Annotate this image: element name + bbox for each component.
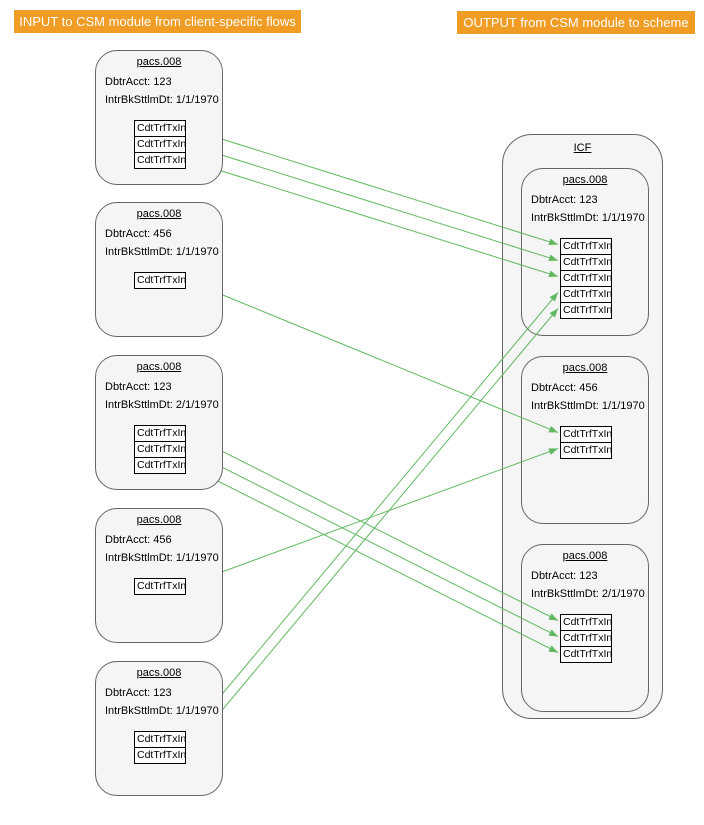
icf-container: ICF pacs.008 DbtrAcct: 123 IntrBkSttlmDt…	[502, 134, 663, 719]
output-banner: OUTPUT from CSM module to scheme	[457, 11, 695, 34]
intr-bk-sttlm-dt-field: IntrBkSttlmDt: 1/1/1970	[531, 212, 645, 224]
cdt-trf-tx-inf-item: CdtTrfTxInf	[560, 254, 612, 271]
message-title: pacs.008	[136, 667, 182, 679]
pacs008-message-box: pacs.008 DbtrAcct: 123 IntrBkSttlmDt: 2/…	[95, 355, 223, 490]
intr-bk-sttlm-dt-field: IntrBkSttlmDt: 1/1/1970	[531, 400, 645, 412]
cdt-trf-tx-inf-item: CdtTrfTxInf	[560, 302, 612, 319]
cdt-trf-tx-inf-item: CdtTrfTxInf	[134, 272, 186, 289]
cdt-trf-tx-inf-item: CdtTrfTxInf	[560, 614, 612, 631]
message-title: pacs.008	[136, 208, 182, 220]
dbtr-acct-field: DbtrAcct: 456	[105, 534, 172, 546]
pacs008-message-box: pacs.008 DbtrAcct: 456 IntrBkSttlmDt: 1/…	[521, 356, 649, 524]
message-title: pacs.008	[562, 362, 608, 374]
cdt-trf-tx-inf-item: CdtTrfTxInf	[134, 578, 186, 595]
cdt-trf-tx-inf-item: CdtTrfTxInf	[560, 442, 612, 459]
input-banner: INPUT to CSM module from client-specific…	[14, 10, 301, 33]
cdt-trf-tx-inf-item: CdtTrfTxInf	[560, 426, 612, 443]
cdt-trf-tx-inf-item: CdtTrfTxInf	[560, 238, 612, 255]
pacs008-message-box: pacs.008 DbtrAcct: 123 IntrBkSttlmDt: 1/…	[521, 168, 649, 336]
pacs008-message-box: pacs.008 DbtrAcct: 456 IntrBkSttlmDt: 1/…	[95, 508, 223, 643]
icf-title: ICF	[573, 142, 592, 154]
cdt-trf-tx-inf-item: CdtTrfTxInf	[134, 457, 186, 474]
cdt-trf-tx-inf-item: CdtTrfTxInf	[134, 152, 186, 169]
intr-bk-sttlm-dt-field: IntrBkSttlmDt: 1/1/1970	[105, 94, 219, 106]
intr-bk-sttlm-dt-field: IntrBkSttlmDt: 1/1/1970	[105, 246, 219, 258]
pacs008-message-box: pacs.008 DbtrAcct: 123 IntrBkSttlmDt: 1/…	[95, 661, 223, 796]
intr-bk-sttlm-dt-field: IntrBkSttlmDt: 2/1/1970	[105, 399, 219, 411]
cdt-trf-tx-inf-item: CdtTrfTxInf	[560, 270, 612, 287]
pacs008-message-box: pacs.008 DbtrAcct: 123 IntrBkSttlmDt: 1/…	[95, 50, 223, 185]
intr-bk-sttlm-dt-field: IntrBkSttlmDt: 2/1/1970	[531, 588, 645, 600]
dbtr-acct-field: DbtrAcct: 456	[105, 228, 172, 240]
cdt-trf-tx-inf-item: CdtTrfTxInf	[134, 731, 186, 748]
cdt-trf-tx-inf-item: CdtTrfTxInf	[134, 441, 186, 458]
cdt-trf-tx-inf-item: CdtTrfTxInf	[560, 646, 612, 663]
cdt-trf-tx-inf-item: CdtTrfTxInf	[134, 120, 186, 137]
cdt-trf-tx-inf-item: CdtTrfTxInf	[134, 747, 186, 764]
cdt-trf-tx-inf-item: CdtTrfTxInf	[134, 136, 186, 153]
tx-item-list: CdtTrfTxInf	[134, 578, 186, 595]
dbtr-acct-field: DbtrAcct: 123	[105, 381, 172, 393]
cdt-trf-tx-inf-item: CdtTrfTxInf	[560, 286, 612, 303]
pacs008-message-box: pacs.008 DbtrAcct: 456 IntrBkSttlmDt: 1/…	[95, 202, 223, 337]
pacs008-message-box: pacs.008 DbtrAcct: 123 IntrBkSttlmDt: 2/…	[521, 544, 649, 712]
message-title: pacs.008	[562, 550, 608, 562]
dbtr-acct-field: DbtrAcct: 123	[105, 687, 172, 699]
cdt-trf-tx-inf-item: CdtTrfTxInf	[560, 630, 612, 647]
tx-item-list: CdtTrfTxInf	[134, 272, 186, 289]
dbtr-acct-field: DbtrAcct: 123	[531, 194, 598, 206]
message-title: pacs.008	[562, 174, 608, 186]
cdt-trf-tx-inf-item: CdtTrfTxInf	[134, 425, 186, 442]
message-title: pacs.008	[136, 56, 182, 68]
intr-bk-sttlm-dt-field: IntrBkSttlmDt: 1/1/1970	[105, 705, 219, 717]
dbtr-acct-field: DbtrAcct: 456	[531, 382, 598, 394]
message-title: pacs.008	[136, 361, 182, 373]
intr-bk-sttlm-dt-field: IntrBkSttlmDt: 1/1/1970	[105, 552, 219, 564]
dbtr-acct-field: DbtrAcct: 123	[531, 570, 598, 582]
message-title: pacs.008	[136, 514, 182, 526]
dbtr-acct-field: DbtrAcct: 123	[105, 76, 172, 88]
